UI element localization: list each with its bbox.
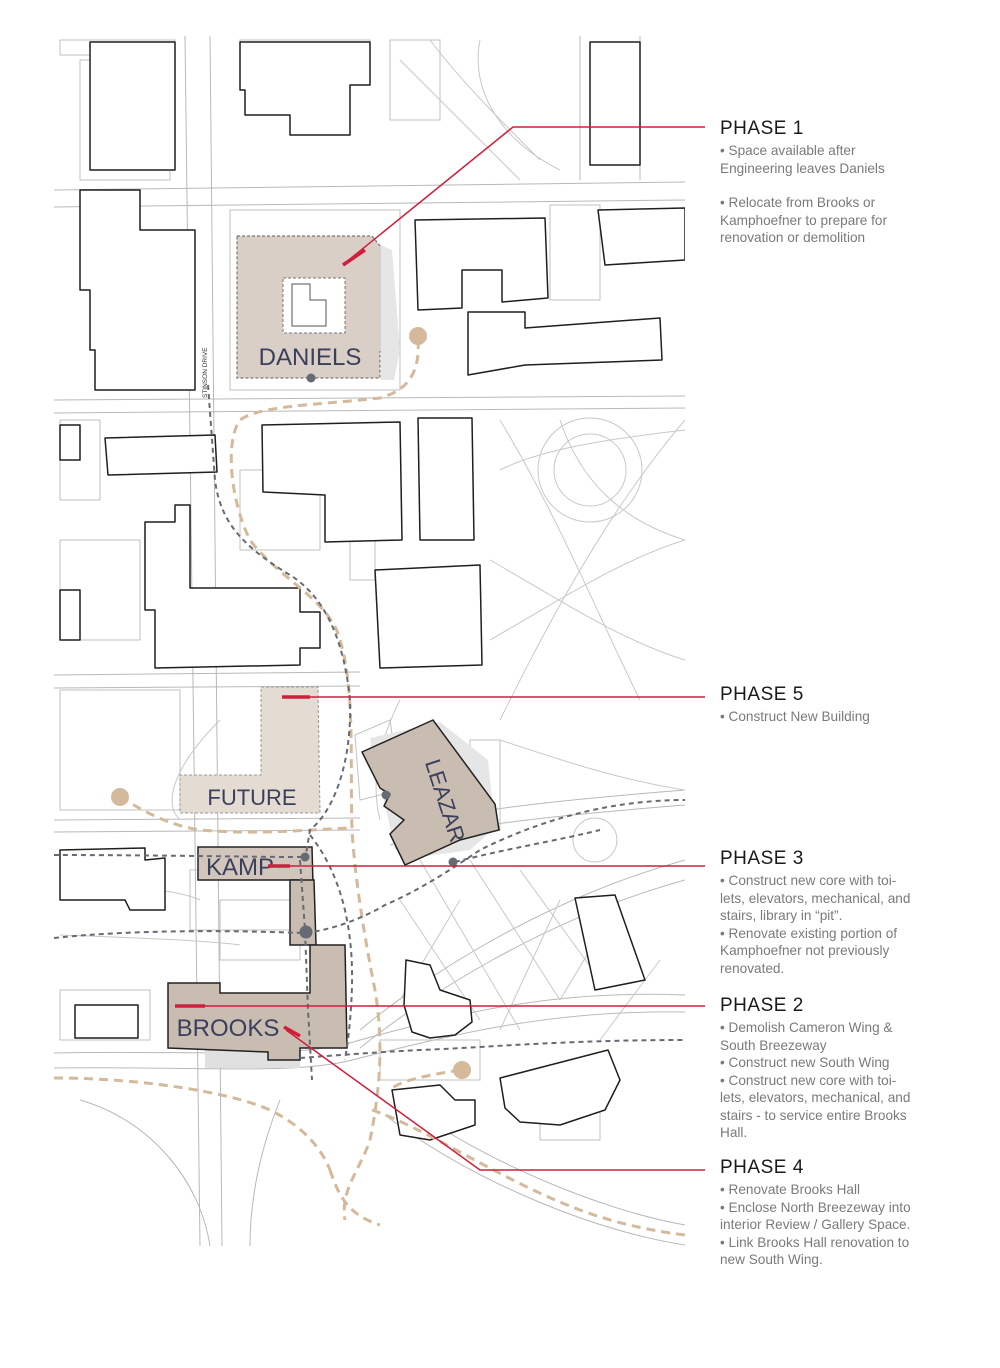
phase-2-block: PHASE 2 • Demolish Cameron Wing & South … <box>720 995 980 1142</box>
phase-1-title: PHASE 1 <box>720 118 804 139</box>
phase-3-item-2: • Renovate existing portion of Kamphoefn… <box>720 925 980 978</box>
phase-4-item-2: • Enclose North Breezeway into interior … <box>720 1199 980 1234</box>
street-lines <box>54 36 685 1246</box>
text-line: lets, elevators, mechanical, and <box>720 890 911 906</box>
phase-5-block: PHASE 5 • Construct New Building <box>720 684 980 726</box>
text-line: South Breezeway <box>720 1037 827 1053</box>
phase-1-block: PHASE 1 • Space available after Engineer… <box>720 118 980 247</box>
text-line: • Construct New Building <box>720 709 870 724</box>
text-line: • Construct new core with toi- <box>720 1072 897 1088</box>
phase-2-item-1: • Demolish Cameron Wing & South Breezewa… <box>720 1019 980 1054</box>
phase-4-title: PHASE 4 <box>720 1157 804 1178</box>
phase-2-title: PHASE 2 <box>720 995 804 1016</box>
text-line: • Space available after <box>720 143 856 158</box>
text-line: interior Review / Gallery Space. <box>720 1217 911 1232</box>
phase-1-item-2: • Relocate from Brooks or Kamphoefner to… <box>720 194 980 247</box>
text-line: Engineering leaves Daniels <box>720 160 885 176</box>
phase-4-leader <box>285 1029 705 1171</box>
brooks-footprint <box>167 944 348 1061</box>
text-line: new South Wing. <box>720 1252 823 1267</box>
phase-5-title: PHASE 5 <box>720 684 804 705</box>
text-line: • Renovate Brooks Hall <box>720 1182 861 1197</box>
leader-lines <box>175 126 705 1171</box>
text-line: • Construct new core with toi- <box>720 873 897 888</box>
gray-route <box>54 384 685 1081</box>
phase-3-item-1: • Construct new core with toi- lets, ele… <box>720 872 980 925</box>
future-footprint <box>179 686 321 814</box>
text-line: stairs, library in “pit”. <box>720 908 843 923</box>
text-line: • Enclose North Breezeway into <box>720 1199 911 1215</box>
phase-3-block: PHASE 3 • Construct new core with toi- l… <box>720 848 980 977</box>
phase-4-item-1: • Renovate Brooks Hall <box>720 1181 980 1199</box>
text-line: Hall. <box>720 1125 748 1140</box>
phase-4-block: PHASE 4 • Renovate Brooks Hall • Enclose… <box>720 1157 980 1269</box>
base-map: STINSON DRIVE DANIELS FUTURE LEAZAR KAMP… <box>54 36 685 1246</box>
text-line: • Construct new South Wing <box>720 1055 890 1070</box>
text-line: • Demolish Cameron Wing & <box>720 1020 893 1035</box>
text-line: lets, elevators, mechanical, and <box>720 1090 911 1105</box>
phase-2-item-3: • Construct new core with toi- lets, ele… <box>720 1072 980 1142</box>
brooks-label: BROOKS <box>177 1015 280 1042</box>
buildings <box>59 41 685 1141</box>
phase-2-item-2: • Construct new South Wing <box>720 1054 980 1072</box>
gray-route-nodes <box>299 373 458 939</box>
phase-1-leader <box>344 126 705 264</box>
phase-1-item-1: • Space available after Engineering leav… <box>720 142 980 177</box>
phase-4-item-3: • Link Brooks Hall renovation to new Sou… <box>720 1234 980 1269</box>
text-line: stairs - to service entire Brooks <box>720 1107 907 1123</box>
text-line: renovation or demolition <box>720 230 866 245</box>
phase-5-item-1: • Construct New Building <box>720 708 980 726</box>
tan-route <box>54 339 685 1237</box>
text-line: Kamphoefner not previously <box>720 943 890 958</box>
text-line: • Renovate existing portion of <box>720 925 898 941</box>
phase-3-title: PHASE 3 <box>720 848 804 869</box>
tan-route-nodes <box>111 327 471 1079</box>
leader-markers <box>175 248 366 1038</box>
future-label: FUTURE <box>207 785 296 810</box>
kamp-label: KAMP <box>206 854 274 881</box>
text-line: Kamphoefner to prepare for <box>720 212 888 228</box>
text-line: • Link Brooks Hall renovation to <box>720 1234 910 1250</box>
text-line: renovated. <box>720 960 785 976</box>
daniels-label: DANIELS <box>259 344 362 371</box>
street-label: STINSON DRIVE <box>202 347 209 398</box>
text-line: • Relocate from Brooks or <box>720 195 876 210</box>
